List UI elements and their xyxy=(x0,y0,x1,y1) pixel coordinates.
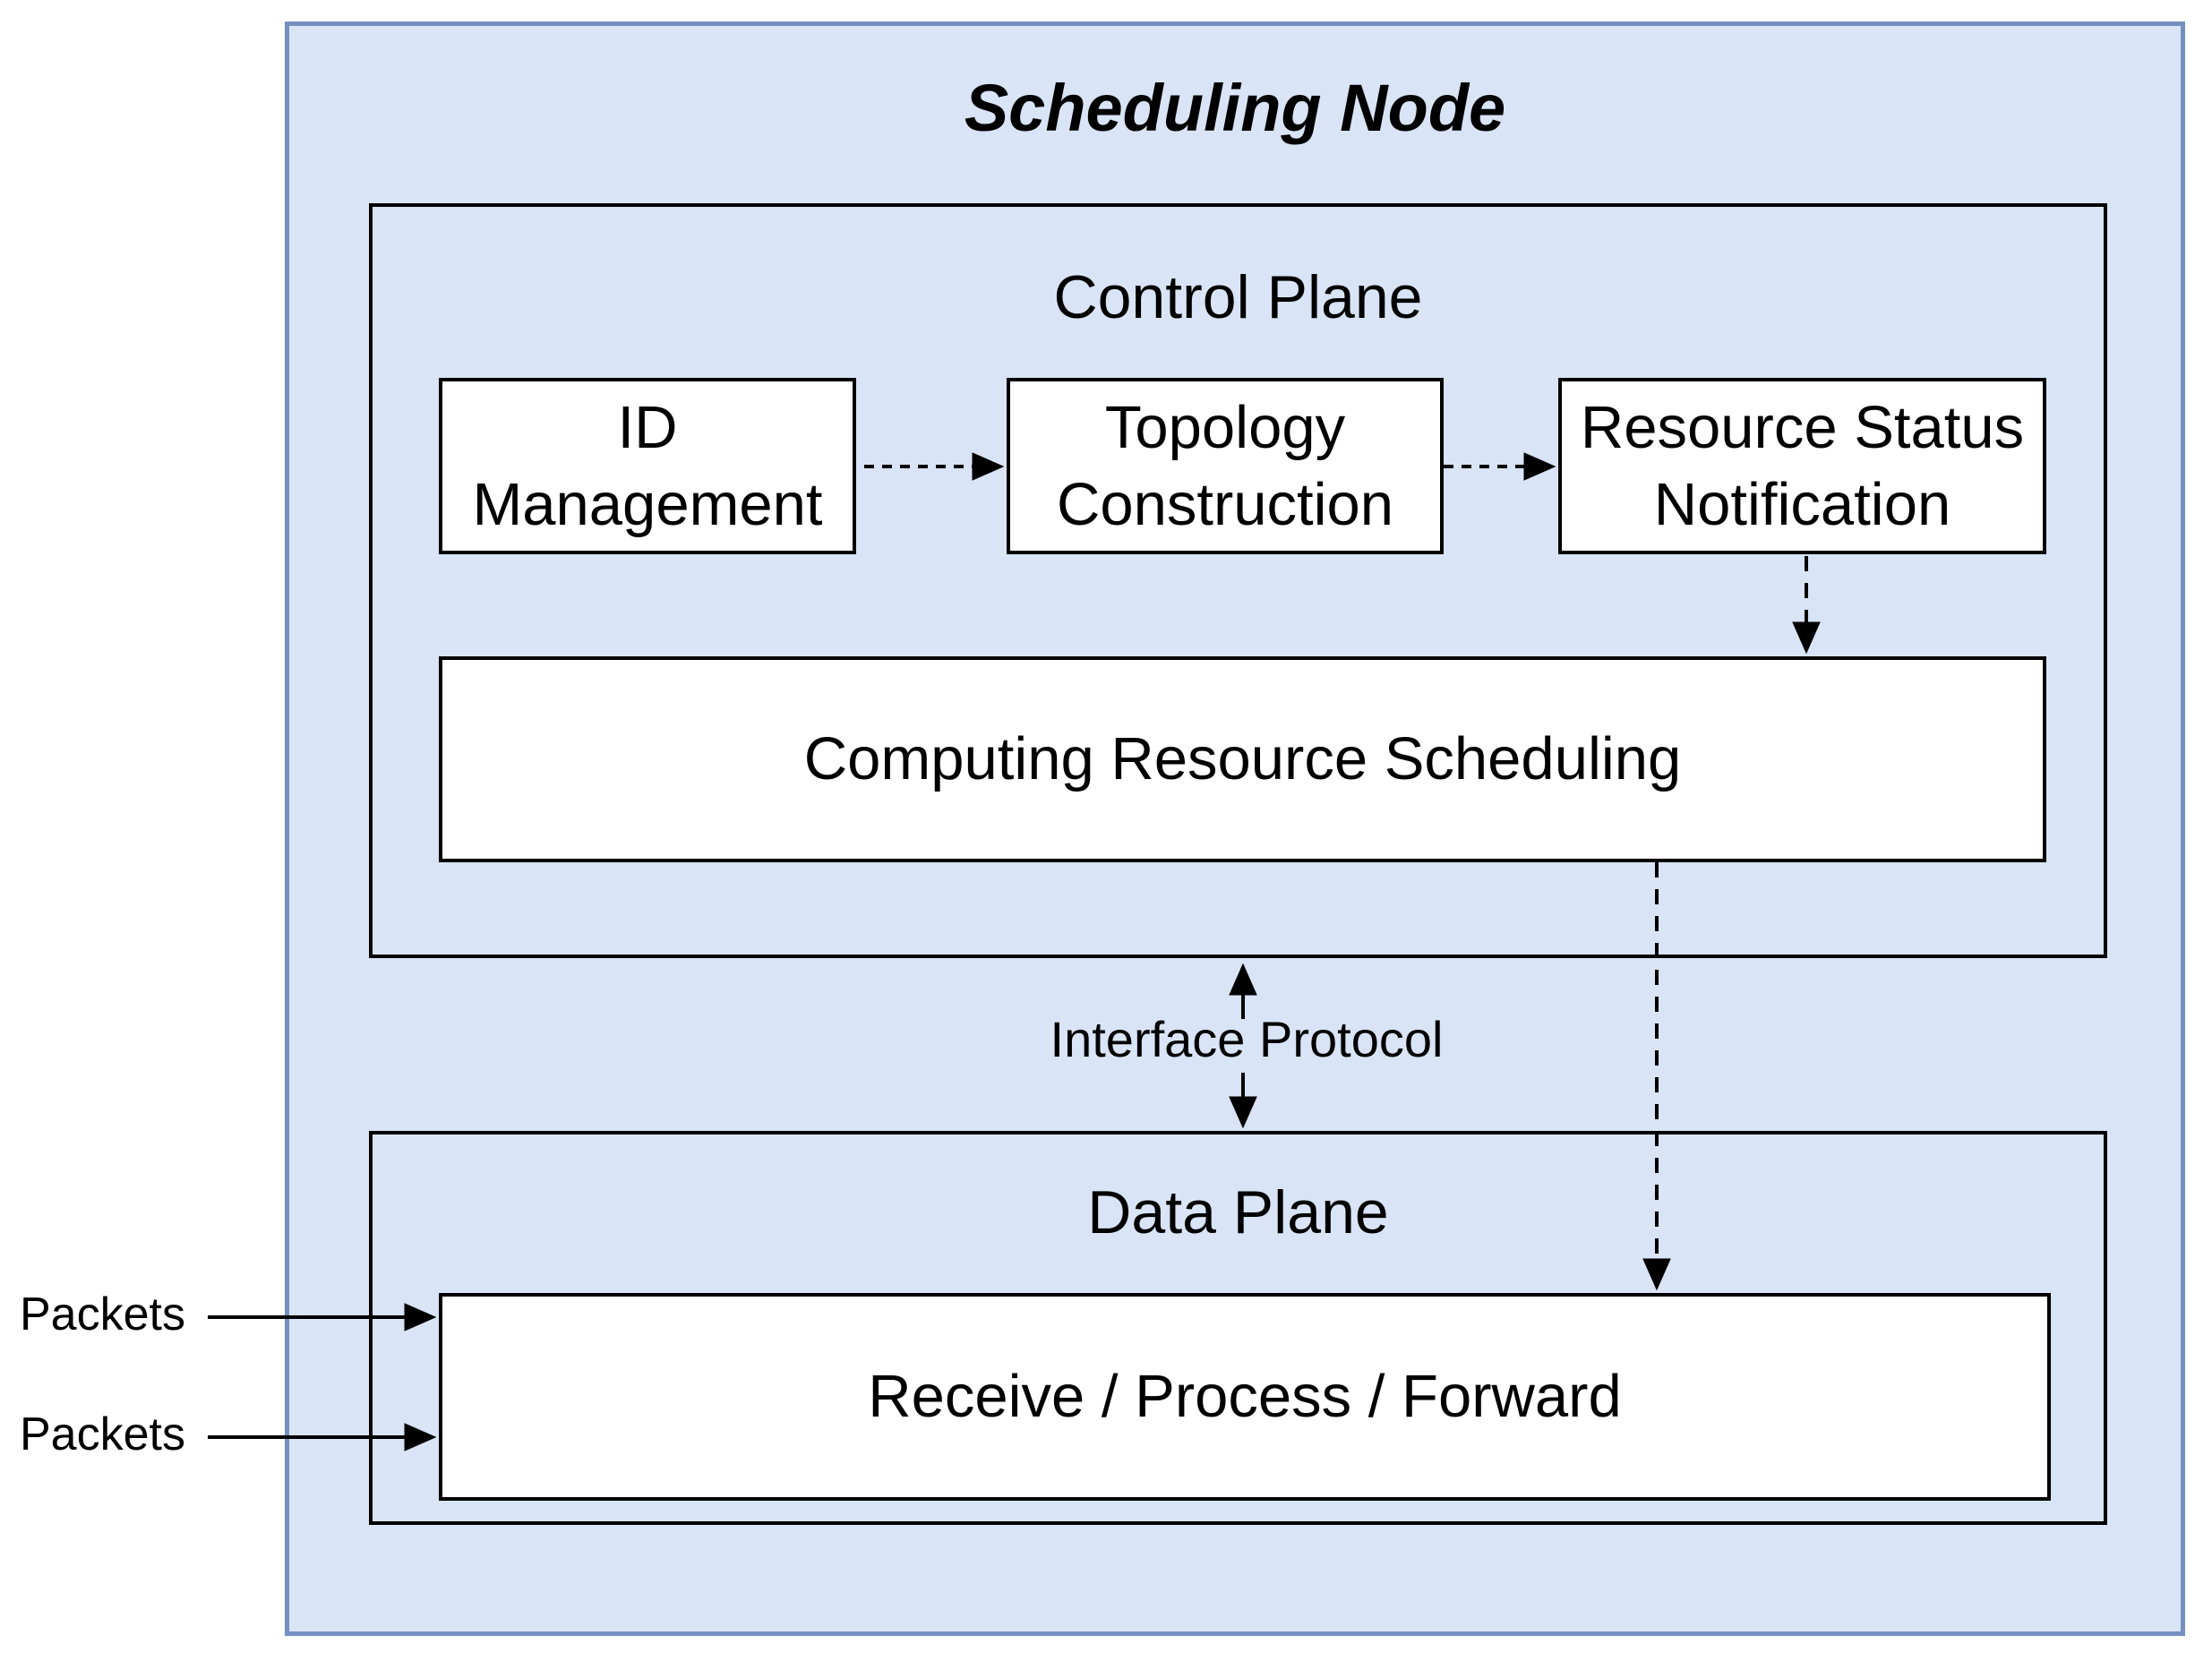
node-resource-status-notification: Resource Status Notification xyxy=(1558,378,2046,554)
data-plane-box xyxy=(369,1131,2107,1525)
node-topology-construction: Topology Construction xyxy=(1007,378,1444,554)
packets-top-label: Packets xyxy=(20,1289,185,1340)
node-id-management: ID Management xyxy=(439,378,856,554)
control-plane-box xyxy=(369,203,2107,958)
diagram-title: Scheduling Node xyxy=(964,71,1506,145)
node-computing-resource-scheduling: Computing Resource Scheduling xyxy=(439,656,2046,862)
interface-protocol-label: Interface Protocol xyxy=(1050,1011,1444,1067)
control-plane-label: Control Plane xyxy=(1053,263,1423,331)
packets-bottom-label: Packets xyxy=(20,1408,185,1460)
data-plane-label: Data Plane xyxy=(1087,1178,1389,1246)
node-receive-process-forward: Receive / Process / Forward xyxy=(439,1293,2051,1501)
